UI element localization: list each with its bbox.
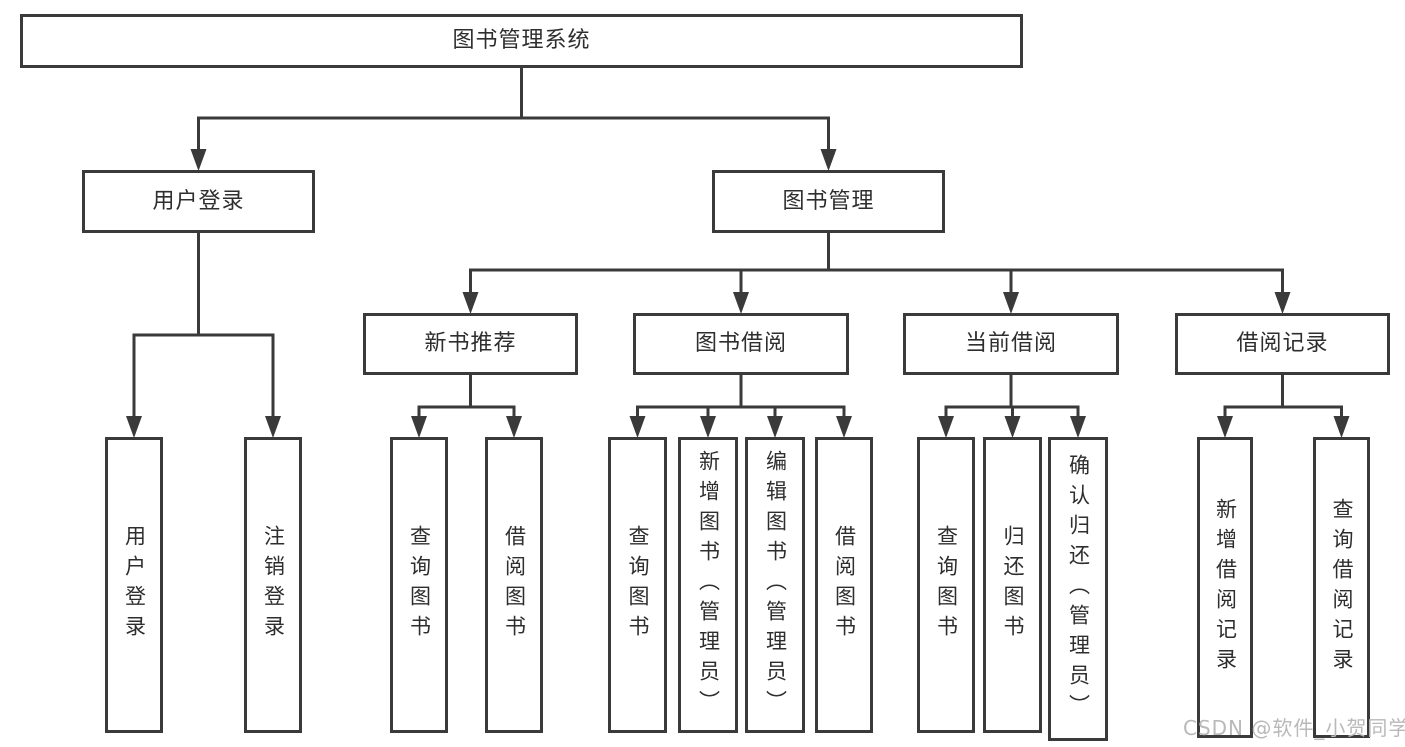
node-rec: 新书推荐	[363, 313, 578, 375]
node-label: 查询图书	[407, 525, 432, 645]
node-login: 用户登录	[82, 170, 315, 233]
node-v6: 新增图书（管理员）	[678, 437, 738, 733]
node-label: 借阅记录	[1236, 331, 1329, 356]
node-v5: 查询图书	[608, 437, 667, 733]
arrowhead-icon	[820, 149, 837, 171]
arrowhead-icon	[700, 416, 716, 438]
node-label: 借阅图书	[502, 525, 527, 645]
node-root: 图书管理系统	[20, 14, 1023, 68]
node-label: 查询图书	[934, 525, 959, 645]
node-v13: 查询借阅记录	[1313, 437, 1370, 738]
arrowhead-icon	[1070, 416, 1086, 438]
node-label: 图书管理系统	[452, 28, 591, 53]
arrowhead-icon	[733, 292, 749, 314]
arrowhead-icon	[1004, 416, 1021, 438]
node-v3: 查询图书	[390, 437, 448, 733]
node-label: 注销登录	[261, 525, 286, 645]
arrowhead-icon	[265, 416, 281, 438]
node-mgmt: 图书管理	[712, 170, 945, 233]
arrowhead-icon	[126, 416, 142, 438]
node-label: 图书管理	[782, 188, 875, 214]
node-v10: 归还图书	[983, 437, 1042, 733]
node-label: 当前借阅	[964, 331, 1057, 356]
node-v1: 用户登录	[105, 437, 163, 733]
arrowhead-icon	[836, 416, 852, 438]
node-label: 归还图书	[1001, 525, 1025, 645]
node-borrow: 图书借阅	[633, 313, 849, 375]
node-label: 借阅图书	[832, 525, 857, 645]
node-label: 确认归还（管理员）	[1066, 454, 1091, 724]
arrowhead-icon	[1003, 292, 1019, 314]
watermark: CSDN @软件_小贺同学	[1183, 716, 1405, 740]
node-v4: 借阅图书	[485, 437, 543, 733]
node-v7: 编辑图书（管理员）	[745, 437, 805, 733]
node-label: 用户登录	[152, 188, 245, 214]
node-label: 图书借阅	[694, 331, 787, 356]
arrowhead-icon	[1217, 416, 1233, 438]
node-label: 查询借阅记录	[1330, 497, 1354, 678]
arrowhead-icon	[1333, 416, 1350, 438]
arrowhead-icon	[938, 416, 954, 438]
node-v2: 注销登录	[244, 437, 302, 733]
arrowhead-icon	[411, 416, 427, 438]
node-label: 新增图书（管理员）	[696, 450, 721, 720]
node-label: 用户登录	[122, 525, 147, 645]
node-label: 新增借阅记录	[1213, 497, 1238, 678]
node-v11: 确认归还（管理员）	[1048, 437, 1108, 741]
arrowhead-icon	[190, 149, 207, 171]
node-label: 新书推荐	[424, 331, 517, 356]
arrowhead-icon	[462, 292, 479, 314]
node-v8: 借阅图书	[815, 437, 873, 733]
node-v9: 查询图书	[917, 437, 975, 733]
arrowhead-icon	[1274, 292, 1291, 314]
node-current: 当前借阅	[903, 313, 1119, 375]
arrowhead-icon	[767, 416, 783, 438]
arrowhead-icon	[629, 416, 646, 438]
node-label: 查询图书	[626, 525, 650, 645]
node-records: 借阅记录	[1175, 313, 1390, 375]
arrowhead-icon	[506, 416, 522, 438]
node-label: 编辑图书（管理员）	[763, 450, 788, 720]
node-v12: 新增借阅记录	[1197, 437, 1253, 738]
